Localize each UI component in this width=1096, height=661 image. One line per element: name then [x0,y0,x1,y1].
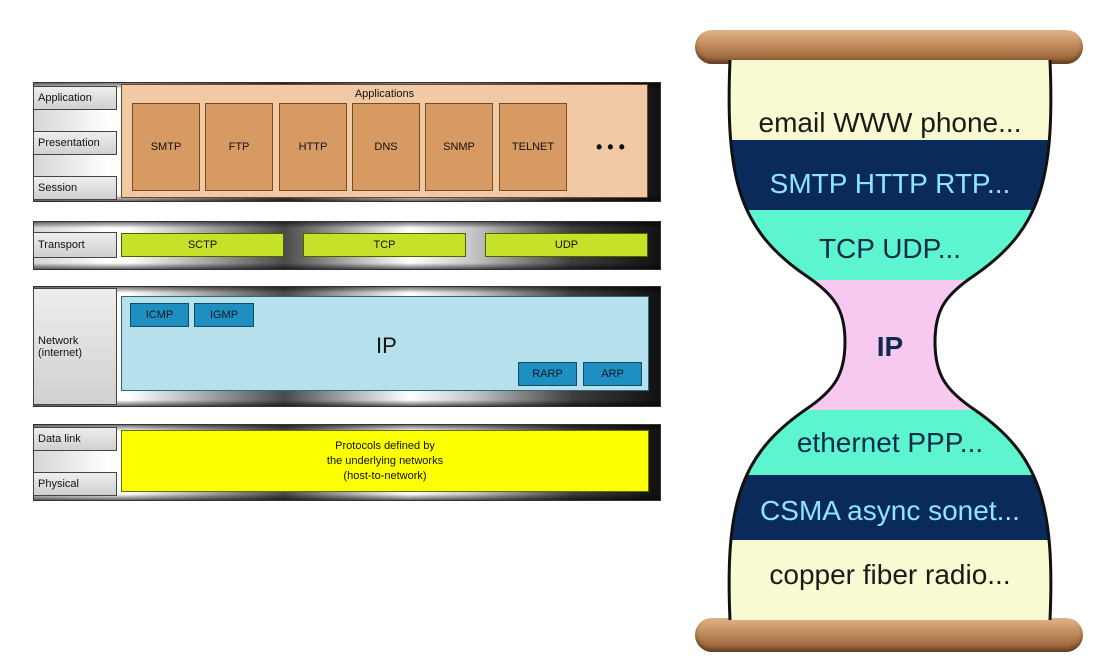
hourglass-left-outline [727,60,847,621]
host-to-network-box: Protocols defined by the underlying netw… [121,430,649,492]
app-protocol-telnet: TELNET [499,103,567,191]
network-protocol-arp: ARP [583,362,642,386]
layer-transport-text: Transport [38,239,85,251]
layer-presentation-text: Presentation [38,137,100,149]
transport-protocol-tcp: TCP [303,233,466,257]
layer-label-network: Network (internet) [33,288,117,405]
hourglass-label-physical: copper fiber radio... [769,559,1010,590]
hourglass-right-outline [933,60,1053,621]
layer-physical-text: Physical [38,478,79,490]
layer-label-application: Application [33,86,117,110]
network-protocol-ip: IP [376,333,397,358]
hourglass-label-link: ethernet PPP... [797,427,983,458]
transport-protocol-sctp: SCTP [121,233,284,257]
layer-label-presentation: Presentation [33,131,117,155]
layer-data-link-text: Data link [38,433,81,445]
transport-protocol-udp: UDP [485,233,648,257]
hourglass-labels: email WWW phone... SMTP HTTP RTP... TCP UD… [759,107,1022,590]
layer-network-text: Network (internet) [38,334,83,359]
applications-title: Applications [354,88,415,100]
app-protocol-smtp: SMTP [132,103,200,191]
hourglass-band-physical [729,540,1051,620]
app-protocol-snmp: SNMP [425,103,493,191]
hourglass-label-mac: CSMA async sonet... [760,495,1020,526]
network-protocol-igmp: IGMP [194,303,254,327]
app-protocol-dns: DNS [352,103,420,191]
ip-box: ICMP IGMP IP RARP ARP [121,296,649,391]
applications-box: Applications SMTP FTP HTTP DNS SNMP TELN… [121,84,648,198]
hourglass-label-transport: TCP UDP... [819,233,961,264]
hourglass-label-applications: email WWW phone... [759,107,1022,138]
hourglass-band-app-protocols [729,140,1051,210]
hourglass-label-app-protocols: SMTP HTTP RTP... [770,168,1011,199]
layer-application-text: Application [38,92,92,104]
hourglass-diagram: email WWW phone... SMTP HTTP RTP... TCP UD… [727,60,1053,621]
hourglass-band-mac [729,475,1051,540]
network-protocol-icmp: ICMP [130,303,189,327]
layer-label-transport: Transport [33,232,117,258]
app-protocol-http: HTTP [279,103,347,191]
layer-session-text: Session [38,182,78,194]
hourglass-band-applications [729,60,1051,140]
hourglass-top-rod [695,30,1083,64]
link-text-line-2: the underlying networks [326,454,444,467]
link-text-line-1: Protocols defined by [335,439,435,452]
layer-label-session: Session [33,176,117,200]
link-text-line-3: (host-to-network) [343,469,427,482]
hourglass-bottom-rod [695,618,1083,652]
layer-label-data-link: Data link [33,427,117,451]
app-protocol-ftp: FTP [205,103,273,191]
layer-label-physical: Physical [33,472,117,496]
network-protocol-rarp: RARP [518,362,577,386]
hourglass-label-ip: IP [877,331,903,362]
more-protocols-ellipsis: • • • [596,137,625,157]
